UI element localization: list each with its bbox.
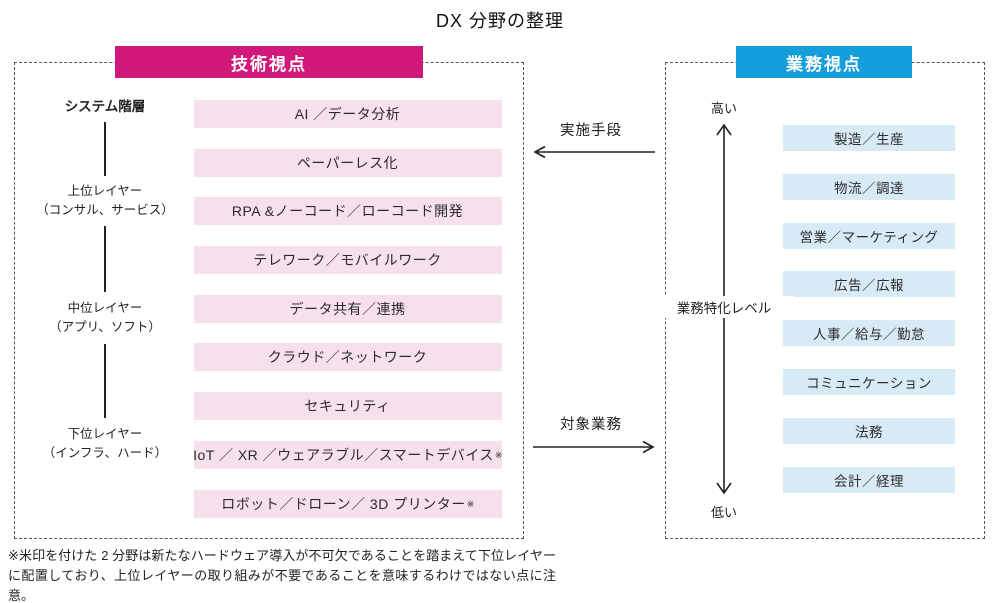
hierarchy-level-middle: 中位レイヤー （アプリ、ソフト）	[15, 299, 195, 337]
hierarchy-level-middle-line2: （アプリ、ソフト）	[49, 319, 161, 334]
biz-box-advertising: 広告／広報	[783, 271, 955, 297]
axis-low-label: 低い	[710, 505, 737, 520]
biz-box-sales: 営業／マーケティング	[783, 223, 955, 249]
hierarchy-level-lower-line1: 下位レイヤー	[67, 427, 143, 441]
hierarchy-level-upper-line2: （コンサル、サービス）	[36, 202, 174, 217]
tech-box-label: セキュリティ	[304, 398, 391, 414]
biz-box-manufacturing: 製造／生産	[783, 125, 955, 151]
page-title: DX 分野の整理	[435, 11, 564, 31]
tech-box-label: ペーパーレス化	[296, 155, 399, 171]
biz-box-accounting: 会計／経理	[783, 467, 955, 493]
tech-box-label: データ共有／連携	[289, 301, 406, 317]
tech-box-paperless: ペーパーレス化	[194, 149, 502, 177]
hierarchy-level-middle-line1: 中位レイヤー	[67, 301, 143, 315]
biz-box-legal: 法務	[783, 418, 955, 444]
tech-box-security: セキュリティ	[194, 392, 502, 420]
biz-box-communication: コミュニケーション	[783, 369, 955, 395]
hierarchy-line-segment	[104, 344, 106, 418]
tech-box-iot: IoT ／ XR ／ウェアラブル／スマートデバイス※	[193, 441, 502, 469]
axis-high-label: 高い	[710, 101, 737, 116]
tech-box-label: AI ／データ分析	[294, 106, 401, 122]
biz-box-hr: 人事／給与／勤怠	[783, 320, 955, 346]
hierarchy-line-segment	[104, 226, 106, 292]
target-business-label: 対象業務	[560, 417, 622, 433]
tech-box-label: ロボット／ドローン／ 3D プリンター	[221, 496, 466, 512]
tech-box-datashare: データ共有／連携	[194, 295, 502, 323]
tech-box-label: テレワーク／モバイルワーク	[253, 252, 442, 268]
system-hierarchy-title: システム階層	[64, 99, 146, 114]
tech-box-label: IoT ／ XR ／ウェアラブル／スマートデバイス	[193, 447, 494, 463]
biz-box-logistics: 物流／調達	[783, 174, 955, 200]
tech-box-label: クラウド／ネットワーク	[267, 349, 428, 365]
tech-box-cloud: クラウド／ネットワーク	[194, 343, 502, 371]
tech-box-label: RPA &ノーコード／ローコード開発	[231, 203, 464, 219]
hierarchy-level-lower: 下位レイヤー （インフラ、ハード）	[15, 425, 195, 463]
tech-panel-header: 技術視点	[115, 46, 423, 78]
implementation-means-label: 実施手段	[560, 123, 622, 139]
tech-box-robot: ロボット／ドローン／ 3D プリンター※	[194, 490, 502, 518]
arrow-left-icon	[533, 145, 655, 159]
hierarchy-level-lower-line2: （インフラ、ハード）	[42, 445, 168, 460]
tech-box-ai: AI ／データ分析	[194, 100, 502, 128]
hierarchy-level-upper-line1: 上位レイヤー	[67, 184, 143, 198]
footnote: ※米印を付けた 2 分野は新たなハードウェア導入が不可欠であることを踏まえて下位…	[8, 548, 556, 603]
specialization-level-label: 業務特化レベル	[654, 296, 794, 318]
hierarchy-line-segment	[104, 122, 106, 176]
tech-box-telework: テレワーク／モバイルワーク	[194, 246, 502, 274]
arrow-right-icon	[533, 440, 655, 454]
hierarchy-level-upper: 上位レイヤー （コンサル、サービス）	[15, 182, 195, 220]
tech-box-rpa: RPA &ノーコード／ローコード開発	[194, 197, 502, 225]
biz-panel-header: 業務視点	[736, 46, 912, 78]
